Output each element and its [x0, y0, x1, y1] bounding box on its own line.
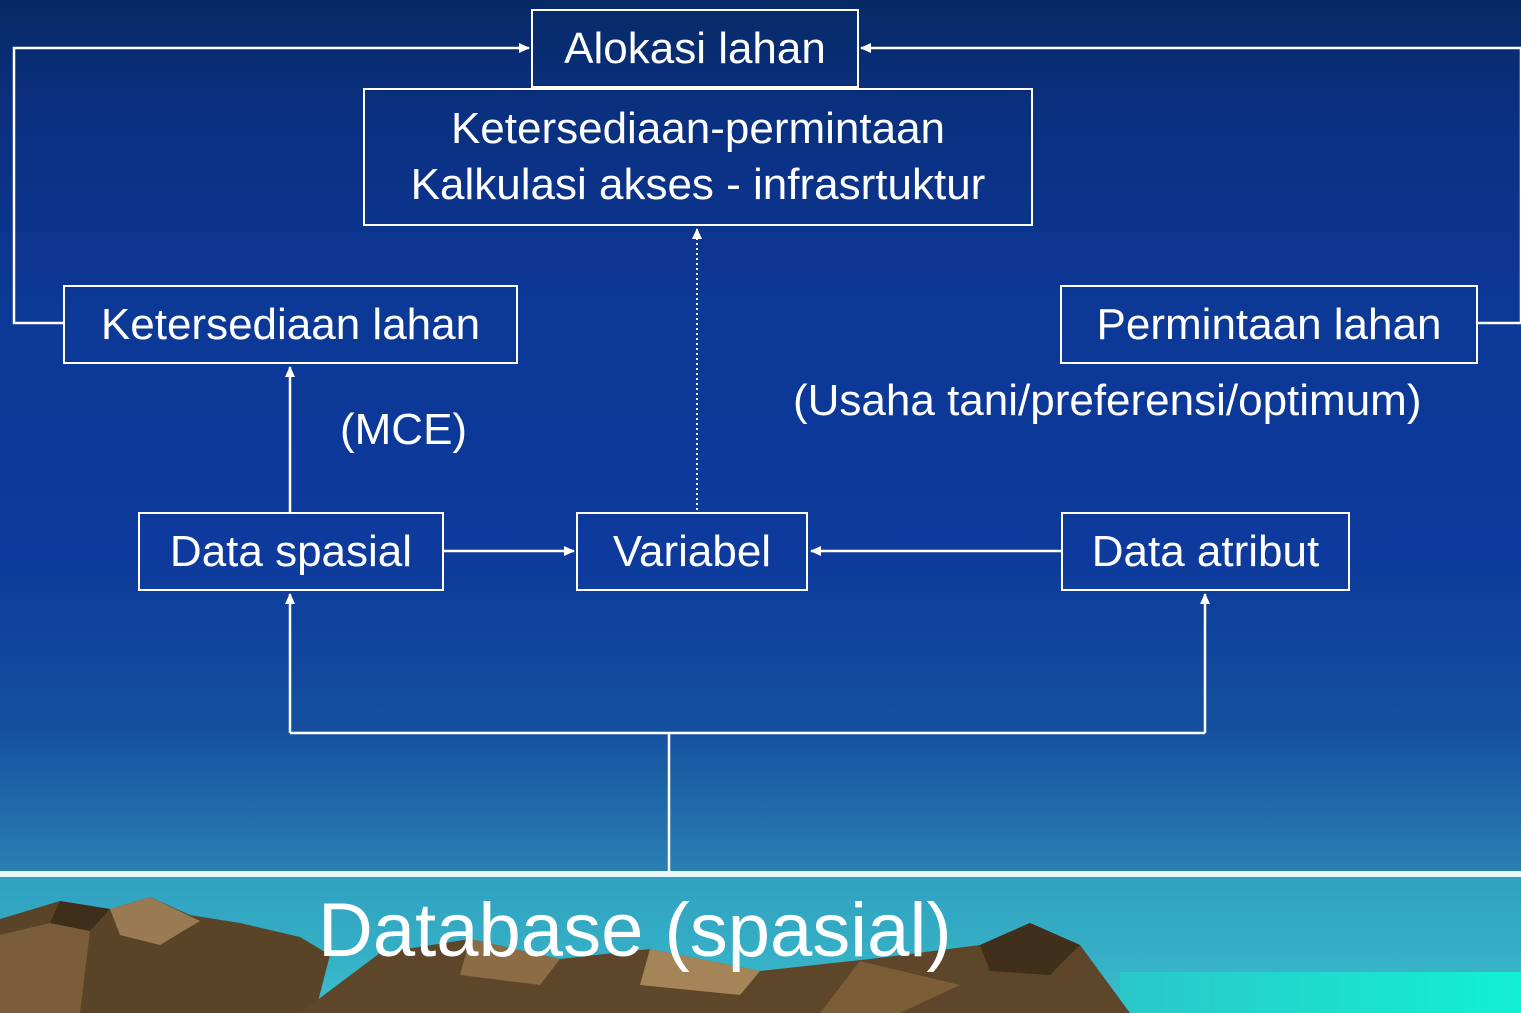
box-ketersediaan-label: Ketersediaan lahan [100, 299, 481, 349]
box-kalkulasi-line2: Kalkulasi akses - infrasrtuktur [410, 160, 986, 209]
label-mce: (MCE) [340, 405, 468, 454]
box-kalkulasi-line1: Ketersediaan-permintaan [450, 104, 946, 153]
arrow-ketersediaan-to-alokasi [12, 43, 530, 325]
box-variabel: Variabel [576, 512, 808, 591]
arrow-permintaan-to-alokasi [860, 43, 1521, 325]
box-alokasi-label: Alokasi lahan [564, 23, 826, 73]
mountains-illustration [0, 897, 1130, 1013]
box-alokasi-lahan: Alokasi lahan [531, 9, 859, 88]
box-permintaan-lahan: Permintaan lahan [1060, 285, 1478, 364]
box-data-atribut-label: Data atribut [1091, 526, 1320, 576]
database-title: Database (spasial) [318, 888, 952, 973]
box-permintaan-label: Permintaan lahan [1096, 299, 1442, 349]
database-divider [0, 871, 1521, 877]
box-data-spasial-label: Data spasial [169, 526, 413, 576]
label-usaha-tani: (Usaha tani/preferensi/optimum) [793, 376, 1422, 425]
box-ketersediaan-lahan: Ketersediaan lahan [63, 285, 518, 364]
box-data-spasial: Data spasial [138, 512, 444, 591]
database-glow [1120, 972, 1521, 1013]
box-data-atribut: Data atribut [1061, 512, 1350, 591]
box-kalkulasi: Ketersediaan-permintaan Kalkulasi akses … [363, 88, 1033, 226]
box-variabel-label: Variabel [612, 526, 772, 576]
